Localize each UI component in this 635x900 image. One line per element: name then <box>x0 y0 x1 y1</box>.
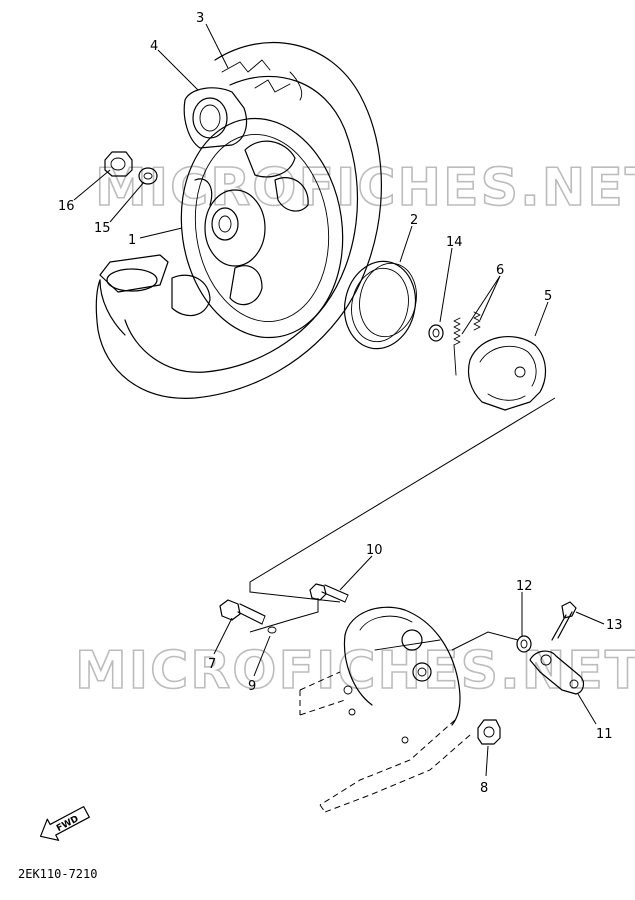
callout-5: 5 <box>544 289 552 304</box>
leader-lines <box>73 23 605 777</box>
callout-15: 15 <box>94 221 111 236</box>
brake-drum-ring <box>343 260 417 350</box>
brake-plate-swing-arm <box>299 606 471 813</box>
watermark-bottom: MICROFICHES.NET <box>75 641 635 701</box>
wheel-tire-assembly <box>95 41 382 399</box>
cam-lever-part-11 <box>529 650 585 695</box>
pin-part-9 <box>267 626 277 634</box>
nut-part-8 <box>477 719 501 745</box>
bolt-part-10 <box>309 583 349 603</box>
callout-14: 14 <box>446 235 463 250</box>
washer-part-12 <box>516 635 532 653</box>
brake-shoe-set <box>467 336 546 411</box>
reference-line-shaft <box>249 598 319 633</box>
callout-3: 3 <box>196 11 204 26</box>
washer-part-15 <box>138 167 158 185</box>
callout-13: 13 <box>606 618 623 633</box>
fwd-arrow-icon: FWD <box>39 806 90 841</box>
valve-part <box>183 87 248 149</box>
callout-9: 9 <box>248 679 256 694</box>
watermark-top: MICROFICHES.NET <box>95 158 635 218</box>
callout-16: 16 <box>58 199 75 214</box>
springs-part-6 <box>453 311 481 376</box>
callout-4: 4 <box>150 39 158 54</box>
reference-line-shoe <box>249 397 556 603</box>
washer-part-14 <box>428 324 444 342</box>
callout-12: 12 <box>516 579 533 594</box>
fwd-label: FWD <box>55 814 80 834</box>
callout-11: 11 <box>596 727 613 742</box>
reference-line-lever <box>451 631 519 651</box>
callout-1: 1 <box>128 233 136 248</box>
bolt-part-13 <box>551 601 577 641</box>
camshaft-part-7 <box>219 599 266 625</box>
diagram-code: 2EK110-7210 <box>18 867 97 881</box>
callout-7: 7 <box>208 657 216 672</box>
callout-8: 8 <box>480 781 488 796</box>
callout-2: 2 <box>410 213 418 228</box>
callout-6: 6 <box>496 263 504 278</box>
callout-10: 10 <box>366 543 383 558</box>
